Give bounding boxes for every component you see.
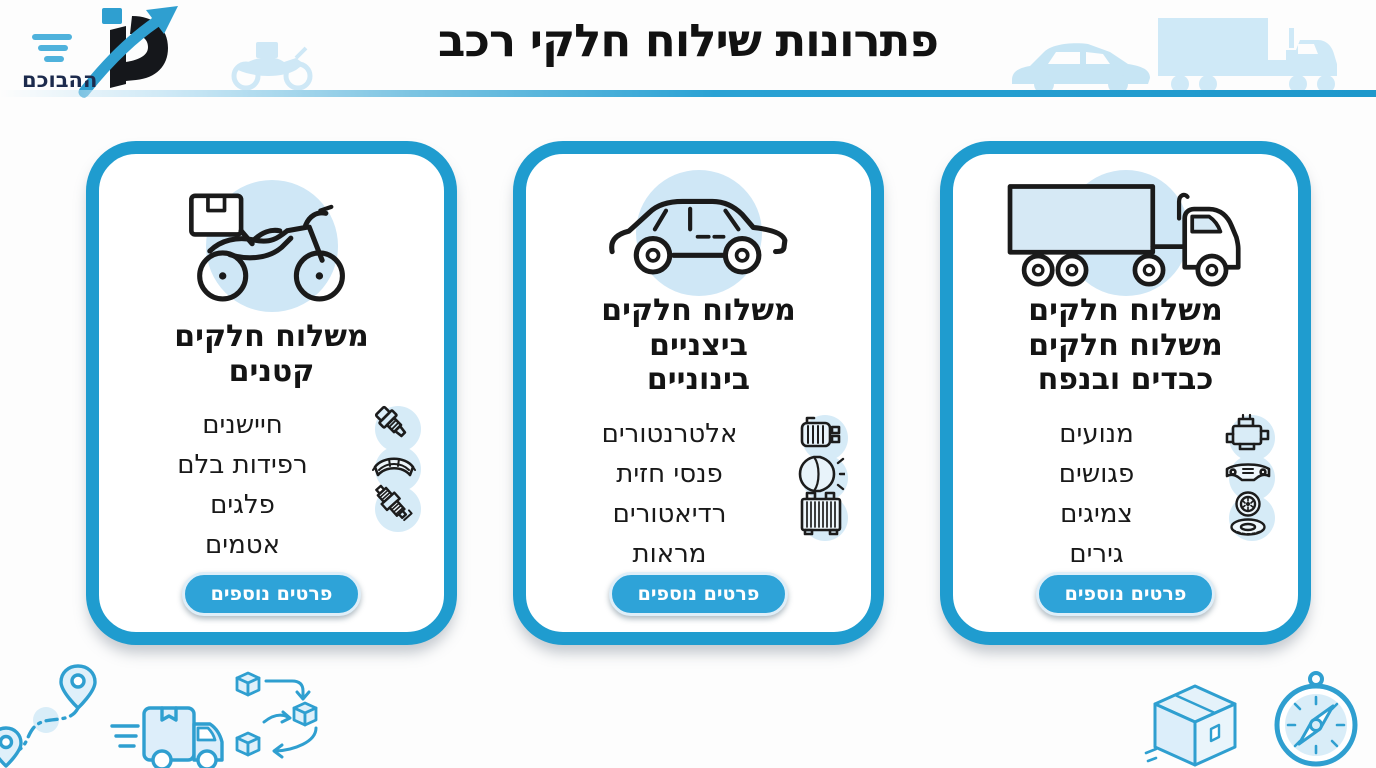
compass-icon [1274, 671, 1358, 767]
card-small-parts: משלוח חלקים קטנים חיישנים [86, 141, 457, 645]
title-line: ביצניים [649, 327, 748, 363]
part-item: פלגים [119, 479, 424, 532]
package-box-icon [1144, 684, 1237, 767]
vehicle-icon-block [967, 170, 1284, 296]
part-item: צמיגים [973, 488, 1278, 541]
parts-list: חיישנים [119, 399, 424, 560]
logo: ההבוכם [14, 4, 229, 109]
road-divider [0, 90, 1376, 97]
part-label: צמיגים [1060, 498, 1133, 529]
car-silhouette-icon [1012, 43, 1150, 94]
part-label: מראות [632, 538, 707, 569]
motorcycle-silhouette-icon [231, 42, 313, 91]
more-details-button[interactable]: פרטים נוספים [181, 572, 362, 616]
part-item: רפידות בלם [119, 439, 424, 492]
radiator-icon [793, 488, 849, 541]
parts-list: מנועים [973, 408, 1278, 569]
part-label: מנועים [1059, 418, 1134, 449]
sensor-icon [366, 399, 422, 452]
icon-circle-backdrop [635, 170, 762, 296]
engine-icon [1220, 408, 1276, 461]
delivery-truck-icon [110, 706, 224, 768]
part-item: מנועים [973, 408, 1278, 461]
part-item: מראות [546, 528, 851, 569]
card-medium-parts: משלוח חלקים ביצניים בינוניים אלטרנטורים [513, 141, 884, 645]
part-label: רדיאטורים [612, 498, 727, 529]
empty-icon-slot [366, 519, 422, 571]
title-line: משלוח חלקים [1028, 327, 1223, 363]
part-item: גירים [973, 528, 1278, 569]
title-line: משלוח חלקים [1028, 293, 1223, 328]
part-item: חיישנים [119, 399, 424, 452]
card-title: משלוח חלקים משלוח חלקים כבדים ובנפח [1028, 293, 1223, 398]
spark-plug-icon [366, 479, 422, 532]
logo-mark-icon [32, 6, 178, 98]
title-line: כבדים ובנפח [1037, 362, 1214, 397]
part-label: רפידות בלם [177, 450, 308, 480]
empty-icon-slot [793, 528, 849, 580]
alternator-icon [793, 408, 849, 461]
more-details-button[interactable]: פרטים נוספים [608, 572, 789, 616]
route-pins-icon [0, 664, 97, 768]
empty-icon-slot [1220, 528, 1276, 580]
part-item: אלטרנטורים [546, 408, 851, 461]
brake-pad-icon [366, 439, 422, 492]
part-item: פגושים [973, 448, 1278, 501]
part-label: פנסי חזית [616, 458, 723, 489]
motorcycle-icon [189, 193, 345, 302]
boxes-flow-icon [235, 671, 318, 759]
tire-icon [1220, 488, 1276, 541]
title-line: בינוניים [646, 362, 751, 397]
part-label: אלטרנטורים [601, 418, 738, 449]
title-line: משלוח חלקים [601, 293, 796, 328]
part-item: אטמים [119, 519, 424, 560]
part-item: פנסי חזית [546, 448, 851, 501]
truck-icon [1007, 184, 1241, 287]
part-label: אטמים [205, 530, 280, 560]
logo-text: ההבוכם [22, 68, 98, 92]
vehicle-icon-block [113, 172, 430, 320]
part-label: פלגים [210, 490, 275, 520]
cards-container: משלוח חלקים קטנים חיישנים [86, 141, 1311, 645]
part-label: חיישנים [202, 410, 283, 440]
more-details-button[interactable]: פרטים נוספים [1035, 572, 1216, 616]
card-title: משלוח חלקים קטנים [174, 319, 369, 389]
title-line: משלוח חלקים [174, 319, 369, 354]
card-title: משלוח חלקים ביצניים בינוניים [601, 293, 796, 398]
page-title: פתרונות שילוח חלקי רכב [438, 14, 939, 67]
card-heavy-parts: משלוח חלקים משלוח חלקים כבדים ובנפח מנוע… [940, 141, 1311, 645]
parts-list: אלטרנטורים [546, 408, 851, 569]
title-line: קטנים [228, 353, 315, 389]
vehicle-icon-block [540, 170, 857, 296]
car-icon [609, 198, 788, 275]
part-label: גירים [1069, 538, 1124, 569]
part-label: פגושים [1058, 458, 1135, 489]
part-item: רדיאטורים [546, 488, 851, 541]
truck-silhouette-icon [1158, 18, 1337, 93]
